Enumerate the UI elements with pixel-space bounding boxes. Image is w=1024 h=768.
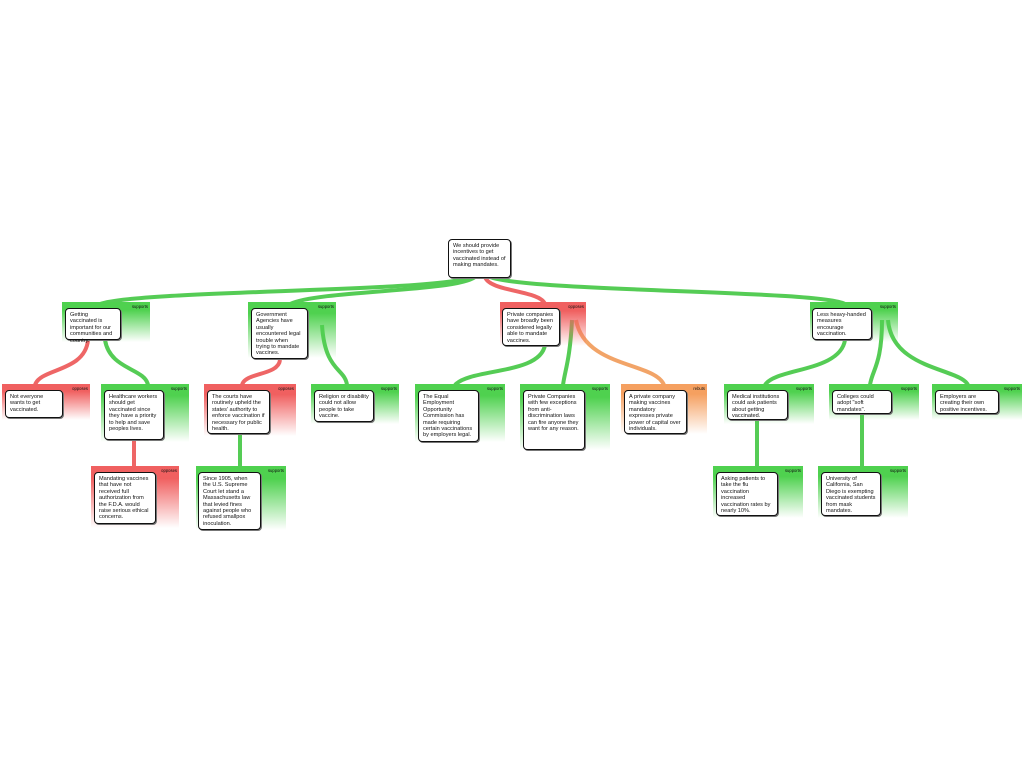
argument-node-n12[interactable]: Medical institutions could ask patients … — [727, 390, 788, 420]
argument-node-n10[interactable]: Private Companies with few exceptions fr… — [523, 390, 585, 450]
argument-node-n1[interactable]: Getting vaccinated is important for our … — [65, 308, 121, 344]
argument-node-n11[interactable]: A private company making vaccines mandat… — [624, 390, 687, 434]
argument-node-n2[interactable]: Government Agencies have usually encount… — [251, 308, 308, 359]
argument-node-n17[interactable]: Asking patients to take the flu vaccinat… — [716, 472, 778, 516]
edge-n1-n5 — [33, 339, 90, 386]
argument-node-n3[interactable]: Private companies have broadly been cons… — [502, 308, 560, 346]
edge-root-n3 — [483, 275, 547, 306]
argument-node-n13[interactable]: Colleges could adopt "soft mandates". — [832, 390, 892, 414]
argument-node-n14[interactable]: Employers are creating their own positiv… — [935, 390, 999, 414]
edge-n4-n12 — [763, 339, 847, 387]
edge-n3-n9 — [453, 344, 547, 387]
edge-root-n1 — [99, 275, 471, 306]
argument-node-n16[interactable]: Since 1905, when the U.S. Supreme Court … — [198, 472, 261, 530]
edge-root-n2 — [289, 275, 477, 306]
argument-node-n15[interactable]: Mandating vaccines that have not receive… — [94, 472, 156, 524]
argument-node-n8[interactable]: Religion or disability could not allow p… — [314, 390, 374, 422]
edge-n1-n6 — [103, 339, 150, 386]
argument-node-n9[interactable]: The Equal Employment Opportunity Commiss… — [418, 390, 479, 442]
argument-node-n7[interactable]: The courts have routinely upheld the sta… — [207, 390, 270, 434]
argument-node-n6[interactable]: Healthcare workers should get vaccinated… — [104, 390, 164, 440]
edge-n2-n7 — [240, 359, 282, 386]
root-claim[interactable]: We should provide incentives to get vacc… — [448, 239, 511, 278]
edge-root-n4 — [489, 275, 846, 306]
argument-node-n4[interactable]: Less heavy-handed measures encourage vac… — [812, 308, 872, 340]
argument-node-n5[interactable]: Not everyone wants to get vaccinated. — [5, 390, 63, 418]
edge-n3-n11 — [574, 319, 666, 387]
argument-node-n18[interactable]: University of California, San Diego is e… — [821, 472, 881, 516]
edge-n4-n14 — [886, 319, 970, 387]
